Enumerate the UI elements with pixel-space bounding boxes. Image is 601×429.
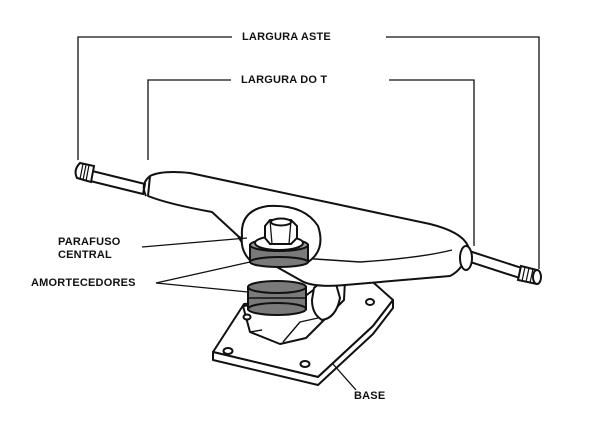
- base-label: BASE: [354, 390, 386, 402]
- bushing-leader-upper: [155, 261, 251, 284]
- hanger: [142, 171, 473, 287]
- kingpin-label-line1: PARAFUSO: [58, 236, 121, 248]
- axle-width-bracket: [77, 36, 232, 160]
- hanger-width-label: LARGURA DO T: [241, 74, 328, 86]
- axle-width-label: LARGURA ASTE: [242, 31, 331, 43]
- axle-width-bracket-right: [386, 36, 540, 269]
- kingpin-label: PARAFUSO CENTRAL: [58, 236, 121, 262]
- kingpin-nut: [254, 217, 304, 251]
- lower-bushing: [247, 280, 307, 316]
- hanger-width-bracket-right: [389, 79, 475, 246]
- bushings-label: AMORTECEDORES: [31, 277, 136, 289]
- axle: [74, 161, 542, 286]
- hanger-width-bracket: [147, 79, 231, 160]
- base-leader: [332, 363, 357, 391]
- kingpin-label-line2: CENTRAL: [58, 249, 112, 261]
- bushing-leader-lower: [155, 282, 249, 293]
- kingpin-leader: [141, 237, 248, 248]
